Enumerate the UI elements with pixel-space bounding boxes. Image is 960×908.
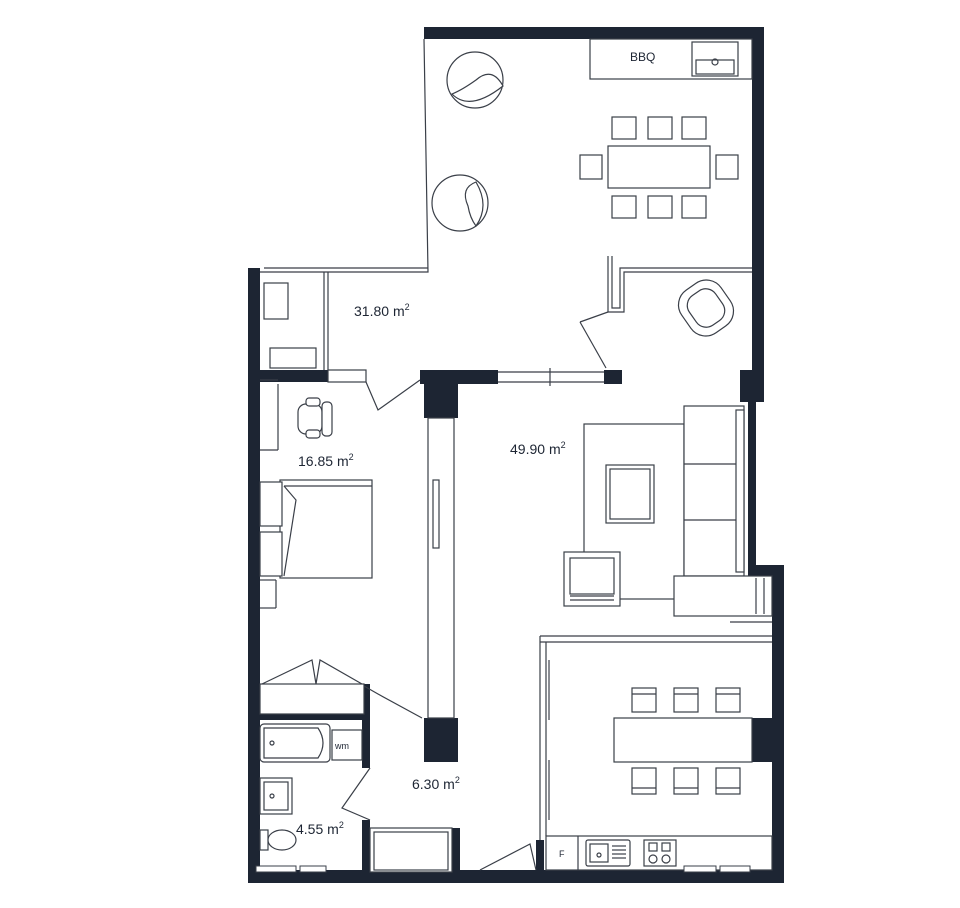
living-furniture: 49.90 m2 [510,279,773,623]
bathroom-top-wall [260,714,368,720]
living-right-wall [748,400,756,570]
partitions [259,38,772,873]
bathroom-fixtures: wm 4.55 m2 [259,723,363,851]
bottom-wall [248,870,784,883]
windows [255,865,751,873]
dining-chairs-bottom [631,767,741,795]
bathroom-sink [259,777,293,815]
bedroom-top-wall [248,370,328,382]
bathroom-area-label: 4.55 m2 [296,820,344,837]
dining-chairs-top [631,687,741,713]
terrace-furniture: BBQ 31.80 m2 [263,38,753,369]
hall-area-label: 6.30 m2 [412,775,460,792]
kitchen-left-wall [536,840,544,880]
bathtub [259,723,331,763]
washing-machine [331,729,363,761]
terrace-top-wall [424,27,764,39]
kitchen-right-wall [772,565,784,883]
terrace-bench [269,347,317,369]
desk-chair [297,397,333,439]
kitchen-sink [585,839,631,867]
dining-table [613,717,753,763]
center-column-top [424,370,458,418]
washing-machine-label: wm [334,741,349,751]
terrace-storage-box [263,282,289,320]
right-wall-joint [740,370,764,402]
doors [261,311,609,871]
cooktop [643,839,677,867]
kitchen-dining: F [545,687,773,871]
left-wall [248,268,260,883]
bathroom-right-wall-low [362,820,370,874]
double-bed [259,479,373,579]
fridge-label: F [559,849,565,859]
center-top-wall-right [604,370,622,384]
terrace-area-label: 31.80 m2 [354,302,410,319]
egg-chair-top [446,51,504,109]
bedroom-area-label: 16.85 m2 [298,452,354,469]
living-sofa [673,405,773,623]
hall-right-wall [452,828,460,878]
living-area-label: 49.90 m2 [510,440,566,457]
egg-chair-bottom [431,174,489,232]
bedroom-furniture: 16.85 m2 [259,397,373,609]
walls [248,27,784,883]
center-column-bottom [424,718,458,762]
bbq-label: BBQ [630,50,655,64]
living-side-chair [563,551,621,607]
terrace-dining-set [579,116,739,219]
living-armchair [677,279,735,337]
kitchen-pillar [752,718,776,762]
kitchen-corner-wall [748,565,784,577]
toilet [259,829,297,851]
terrace-right-wall [752,27,764,402]
bathroom-right-wall [362,684,370,768]
